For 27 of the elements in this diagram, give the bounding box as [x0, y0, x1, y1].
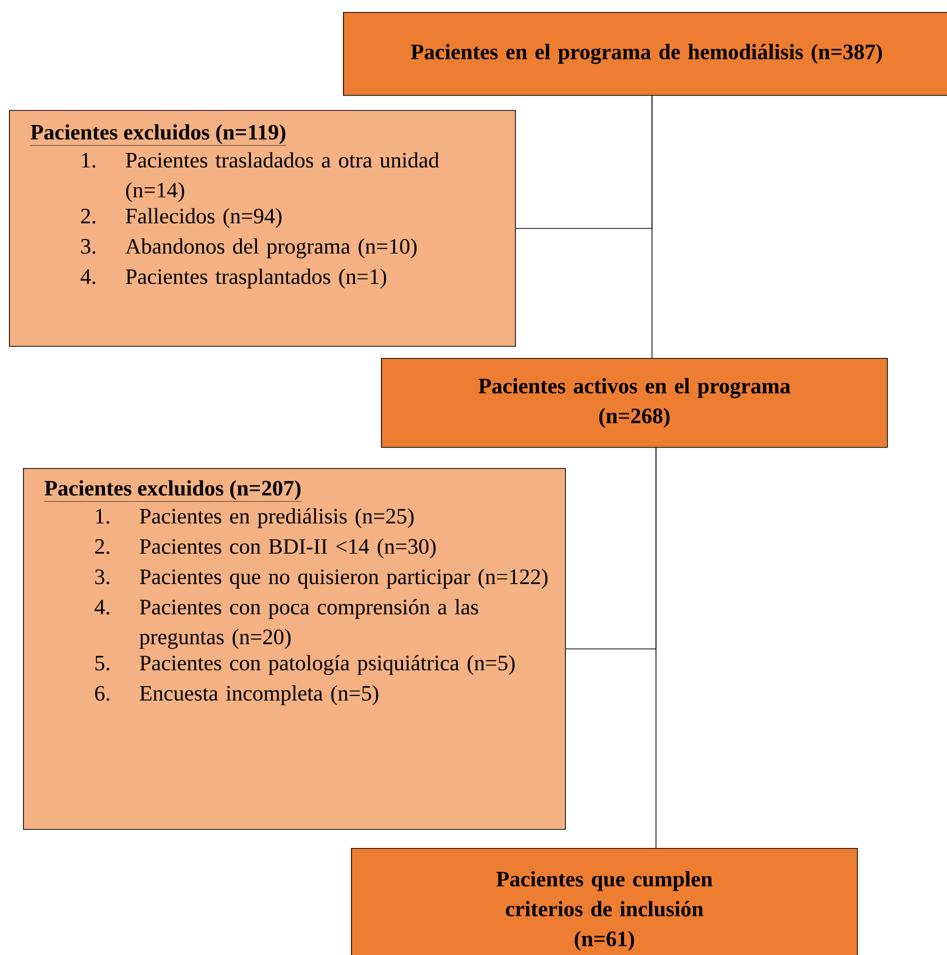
- list-number: 2.: [95, 539, 110, 554]
- list-item: Pacientes trasladados a otra unidad (n=14): [126, 152, 439, 202]
- list-item: Pacientes con BDI-II <14 (n=30): [140, 538, 436, 558]
- list-number: 6.: [95, 686, 110, 701]
- process-box: Pacientes que cumplen criterios de inclusión (n=61): [351, 848, 858, 955]
- list-item: Pacientes con poca comprensión a las preguntas (n=20): [140, 599, 478, 649]
- list-item: Encuesta incompleta (n=5): [140, 685, 378, 706]
- process-box: Pacientes en el programa de hemodiálisis (n=387): [343, 12, 947, 96]
- connector-line: [565, 447, 656, 650]
- list-number: 1.: [96, 508, 110, 524]
- list-number: 3.: [81, 239, 96, 254]
- list-number: 2.: [81, 208, 96, 224]
- list-number: 1.: [82, 152, 96, 168]
- list-number: 4.: [80, 269, 96, 284]
- connector-line: [515, 95, 652, 229]
- list-number: 4.: [94, 600, 110, 615]
- list-item: Pacientes trasplantados (n=1): [126, 268, 386, 289]
- list-item: Abandonos del programa (n=10): [125, 238, 417, 258]
- heading: Pacientes excluidos (n=119): [30, 124, 286, 146]
- list-number: 3.: [95, 569, 110, 584]
- list-item: Pacientes con patología psiquiátrica (n=5): [140, 654, 515, 675]
- heading: Pacientes excluidos (n=207): [44, 480, 302, 502]
- list-item: Fallecidos (n=94): [126, 208, 282, 228]
- list-item: Pacientes que no quisieron participar (n=122): [140, 568, 548, 589]
- list-item: Pacientes en prediálisis (n=25): [140, 508, 414, 528]
- list-number: 5.: [95, 656, 110, 670]
- process-box: Pacientes activos en el programa (n=268): [381, 358, 888, 448]
